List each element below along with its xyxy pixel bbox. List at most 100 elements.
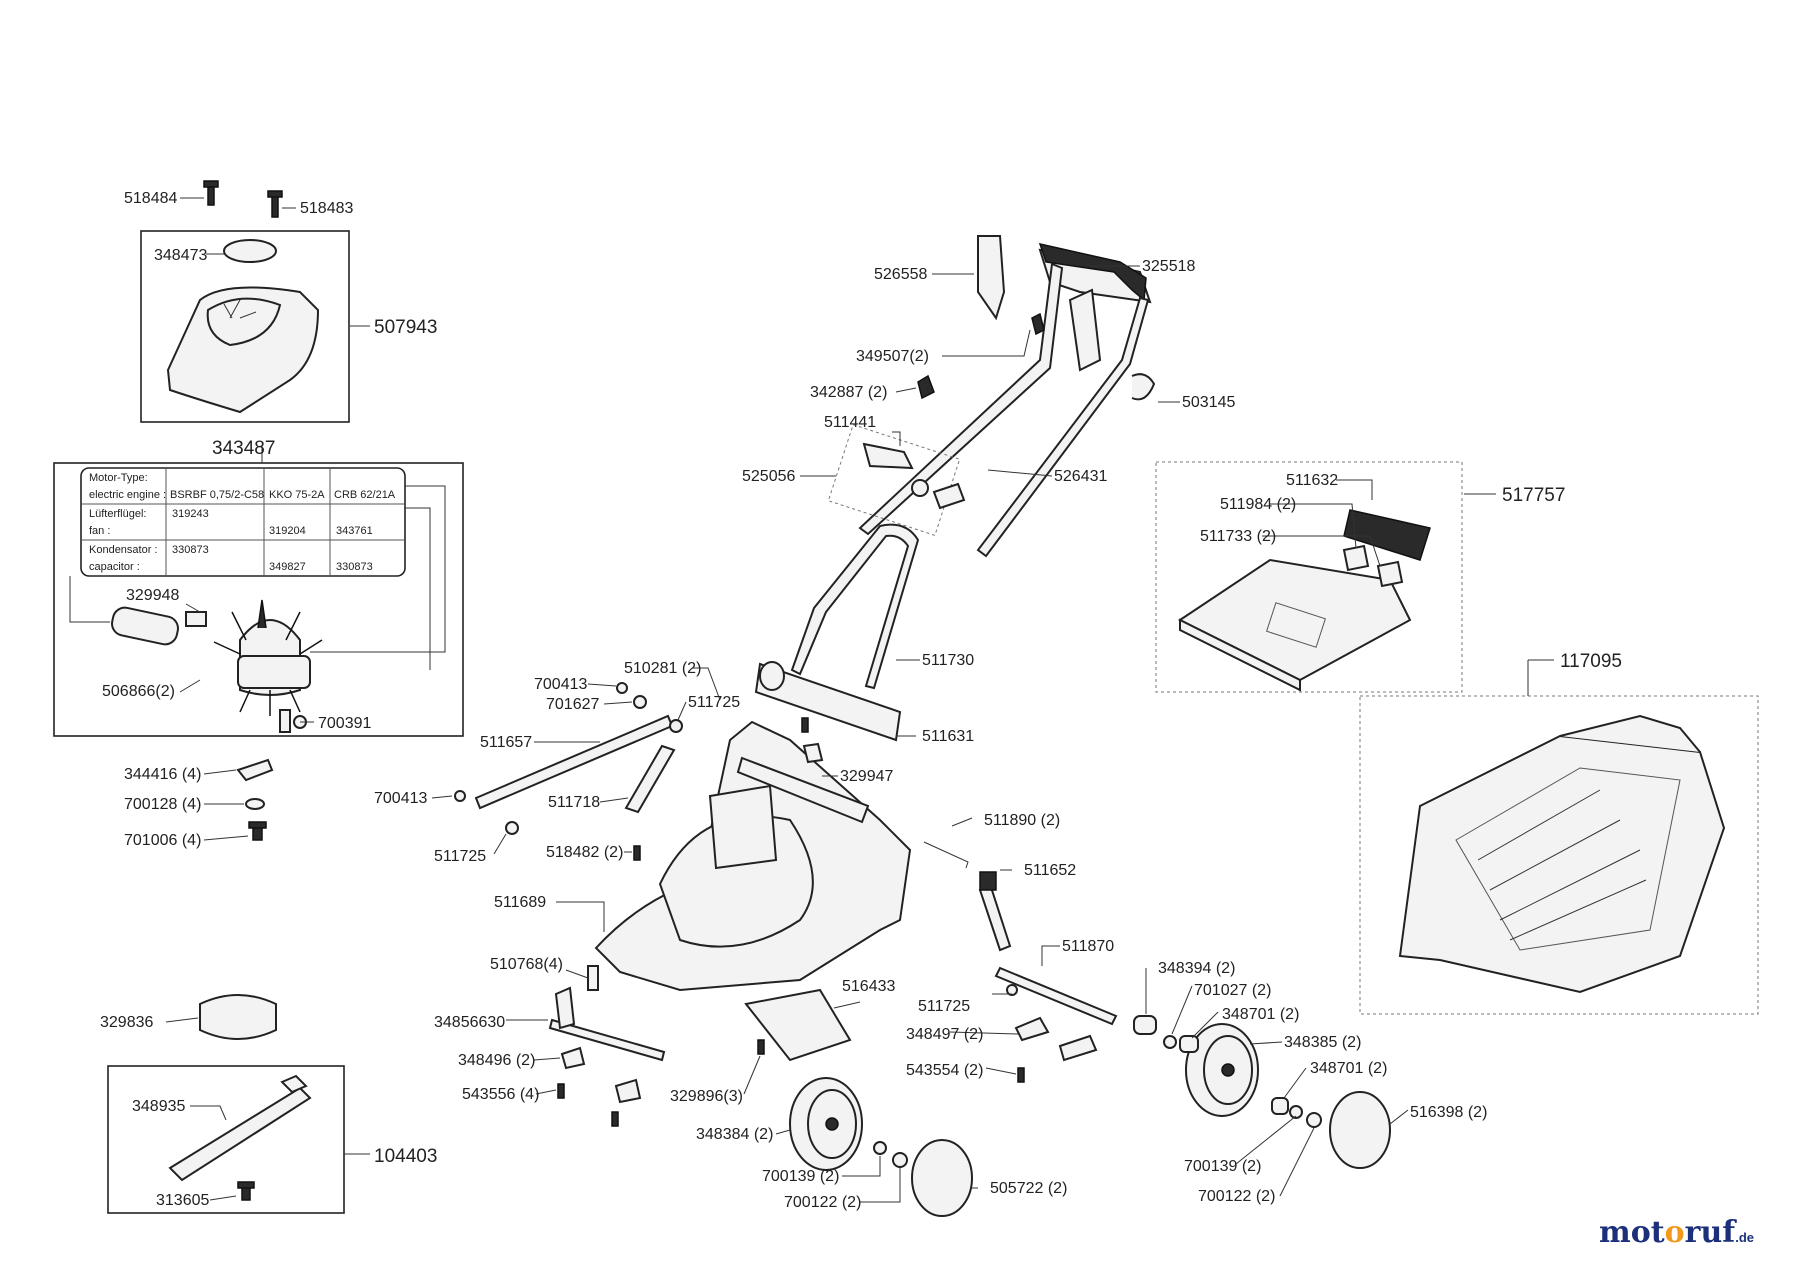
mower-deck — [594, 720, 912, 992]
lower-handle-511730 — [790, 523, 920, 690]
hubcap-516398 — [1329, 1091, 1391, 1169]
label-348394: 348394 (2) — [1158, 960, 1235, 977]
table-engine-2: KKO 75-2A — [269, 489, 325, 501]
label-511632: 511632 — [1286, 472, 1338, 489]
motor-box: Motor-Type: electric engine : BSRBF 0,75… — [53, 462, 464, 737]
motoruf-logo: motoruf.de — [1599, 1215, 1754, 1250]
bolt-313605 — [237, 1181, 255, 1201]
cap-511725a — [669, 719, 683, 733]
label-349507: 349507(2) — [856, 348, 929, 365]
bushing-348701b — [1271, 1097, 1289, 1115]
label-329948: 329948 — [126, 587, 179, 604]
label-526431: 526431 — [1054, 468, 1107, 485]
brand-ruf: ruf — [1684, 1215, 1736, 1250]
front-wheel-348384 — [789, 1077, 863, 1171]
table-electric-engine: electric engine : — [89, 489, 166, 501]
washer-700139b — [1289, 1105, 1303, 1119]
part-labels: 518484 518483 348473 507943 343487 32994… — [100, 190, 1622, 1211]
label-511890: 511890 (2) — [984, 812, 1060, 829]
blade-348935 — [168, 1086, 312, 1182]
label-342887: 342887 (2) — [810, 384, 887, 401]
brand-o: o — [1664, 1215, 1685, 1250]
label-511730: 511730 — [922, 652, 974, 669]
label-700122a: 700122 (2) — [784, 1194, 861, 1211]
label-511441: 511441 — [824, 414, 876, 431]
label-511870: 511870 — [1062, 938, 1114, 955]
screw-543556 — [557, 1083, 565, 1099]
table-fan-2: 319204 — [269, 525, 306, 537]
table-fan-de: Lüfterflügel: — [89, 508, 146, 520]
label-329836: 329836 — [100, 1014, 153, 1031]
label-701027: 701027 (2) — [1194, 982, 1271, 999]
label-700128: 700128 (4) — [124, 796, 201, 813]
label-701006: 701006 (4) — [124, 832, 201, 849]
nut-700122b — [1306, 1112, 1322, 1128]
screw-518483 — [267, 190, 283, 218]
table-cap-3: 330873 — [336, 561, 373, 573]
nut-700122a — [892, 1152, 908, 1168]
screw-518484 — [203, 180, 219, 206]
handle-bar-526431 — [976, 296, 1150, 558]
pin-511890 — [923, 841, 969, 869]
bag-handle — [1559, 714, 1701, 753]
washer-700139a — [873, 1141, 887, 1155]
label-511733: 511733 (2) — [1200, 528, 1276, 545]
label-511657: 511657 — [480, 734, 532, 751]
table-cap-en: capacitor : — [89, 561, 140, 573]
cable-clip-503145-bracket — [1068, 288, 1102, 372]
brand-mot: mot — [1599, 1215, 1665, 1250]
roller-511631 — [754, 662, 902, 742]
label-511631: 511631 — [922, 728, 974, 745]
flap-511632 — [1343, 509, 1431, 561]
label-517757: 517757 — [1502, 485, 1565, 506]
motor-cover-frame — [140, 230, 350, 423]
clip-348496 — [560, 1046, 586, 1070]
kit-525056-frame — [827, 424, 961, 536]
label-329947: 329947 — [840, 768, 893, 785]
nut-700413b — [454, 790, 466, 802]
bushing-348701a — [1179, 1035, 1199, 1053]
blade-group — [107, 994, 345, 1214]
label-511725a: 511725 — [688, 694, 740, 711]
label-325518: 325518 — [1142, 258, 1195, 275]
guard-516433 — [744, 988, 852, 1062]
fan-329836 — [199, 994, 277, 1040]
label-505722: 505722 (2) — [990, 1180, 1067, 1197]
hinge-511733 — [1376, 560, 1404, 588]
clip-329947 — [802, 742, 824, 764]
label-700139a: 700139 (2) — [762, 1168, 839, 1185]
table-fan-1: 319243 — [172, 508, 209, 520]
label-526558: 526558 — [874, 266, 927, 283]
clip-503145 — [1131, 373, 1156, 401]
label-700122b: 700122 (2) — [1198, 1188, 1275, 1205]
rear-wheel-348385 — [1185, 1023, 1259, 1117]
label-700413b: 700413 — [374, 790, 427, 807]
handle-bar-left — [858, 262, 1064, 536]
screw-349507 — [1031, 312, 1045, 336]
label-511718: 511718 — [548, 794, 600, 811]
label-329896: 329896(3) — [670, 1088, 743, 1105]
clip-348497b — [1058, 1034, 1098, 1062]
label-700391: 700391 — [318, 715, 371, 732]
lid-kit-frame — [1155, 461, 1463, 693]
table-motor-type: Motor-Type: — [89, 472, 148, 484]
label-348384: 348384 (2) — [696, 1126, 773, 1143]
cap-348473 — [223, 239, 277, 263]
front-axle-group — [548, 965, 852, 1127]
handle-grip — [1038, 242, 1147, 302]
handle-assembly — [754, 235, 1156, 742]
brand-de: .de — [1735, 1230, 1754, 1245]
label-510768: 510768(4) — [490, 956, 563, 973]
screw-511631 — [801, 717, 809, 733]
axle-511870 — [994, 966, 1118, 1026]
label-511652: 511652 — [1024, 862, 1076, 879]
motor-cover-507943 — [166, 286, 320, 414]
label-511689: 511689 — [494, 894, 546, 911]
grass-bag-frame — [1359, 695, 1759, 1015]
label-117095: 117095 — [1560, 651, 1622, 672]
label-518484: 518484 — [124, 190, 177, 207]
hubcap-505722 — [911, 1139, 973, 1217]
label-343487: 343487 — [212, 438, 275, 459]
label-348701a: 348701 (2) — [1222, 1006, 1299, 1023]
